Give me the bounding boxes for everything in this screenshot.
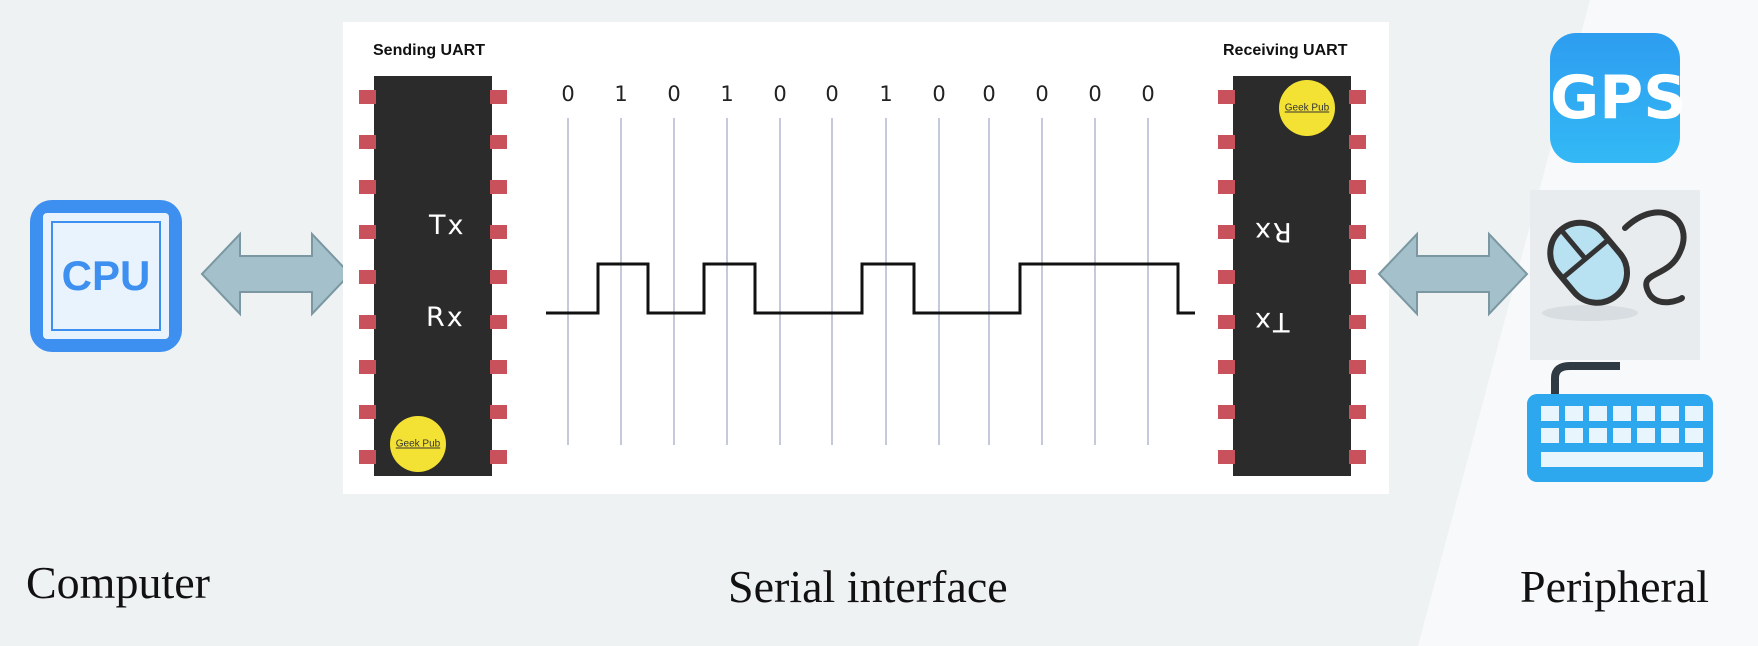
- bit-label: 0: [773, 82, 787, 106]
- bit-label: 0: [1035, 82, 1049, 106]
- cpu-label: CPU: [61, 252, 151, 299]
- gps-icon: GPS: [1550, 33, 1686, 163]
- chip-pin: [1349, 360, 1366, 374]
- chip-pin: [490, 135, 507, 149]
- sending-tx-label: Tx: [429, 210, 466, 241]
- signal-line: [546, 262, 1195, 315]
- double-arrow-icon: [1377, 231, 1529, 317]
- caption-computer: Computer: [26, 557, 210, 608]
- chip-pin: [359, 90, 376, 104]
- chip-pin: [490, 405, 507, 419]
- chip-pin: [490, 270, 507, 284]
- sending-uart-title: Sending UART: [373, 42, 485, 59]
- chip-pin: [490, 450, 507, 464]
- keyboard-key: [1637, 406, 1655, 421]
- cpu-icon: CPU: [30, 200, 182, 352]
- chip-pin: [1349, 270, 1366, 284]
- chip-pin: [359, 270, 376, 284]
- keyboard-spacebar: [1541, 452, 1703, 467]
- keyboard-key: [1541, 406, 1559, 421]
- chip-pin: [1349, 135, 1366, 149]
- keyboard-key: [1589, 406, 1607, 421]
- bit-label: 0: [932, 82, 946, 106]
- chip-pin: [1349, 225, 1366, 239]
- bit-label: 0: [561, 82, 575, 106]
- chip-pin: [490, 90, 507, 104]
- chip-pin: [490, 315, 507, 329]
- chip-pin: [1218, 225, 1235, 239]
- geek-pub-logo: Geek Pub: [390, 416, 446, 472]
- uart-panel: [343, 22, 1389, 494]
- chip-pin: [359, 405, 376, 419]
- bit-label: 0: [1088, 82, 1102, 106]
- keyboard-key: [1613, 428, 1631, 443]
- keyboard-key: [1541, 428, 1559, 443]
- sending-uart-chip: Tx Rx Geek Pub: [374, 76, 492, 476]
- receiving-uart-chip: Rx Tx Geek Pub: [1233, 76, 1351, 476]
- keyboard-key: [1661, 406, 1679, 421]
- keyboard-key: [1565, 406, 1583, 421]
- chip-pin: [1218, 315, 1235, 329]
- chip-pin: [1218, 90, 1235, 104]
- keyboard-key: [1613, 406, 1631, 421]
- chip-pin: [1218, 450, 1235, 464]
- chip-pin: [1349, 405, 1366, 419]
- chip-pin: [1218, 270, 1235, 284]
- mouse-tile: [1530, 190, 1700, 360]
- chip-pin: [1349, 315, 1366, 329]
- geek-pub-logo: Geek Pub: [1279, 80, 1335, 136]
- chip-pin: [359, 450, 376, 464]
- bit-label: 0: [1141, 82, 1155, 106]
- chip-pin: [359, 225, 376, 239]
- caption-peripheral: Peripheral: [1520, 561, 1710, 612]
- bit-label: 1: [720, 82, 734, 106]
- chip-pin: [359, 360, 376, 374]
- chip-pin: [1349, 180, 1366, 194]
- caption-serial-interface: Serial interface: [728, 561, 1008, 612]
- mouse-icon: [1542, 209, 1687, 321]
- sending-rx-label: Rx: [426, 302, 465, 333]
- chip-pin: [1349, 450, 1366, 464]
- chip-pin: [359, 315, 376, 329]
- chip-pin: [1218, 360, 1235, 374]
- bit-label: 1: [614, 82, 628, 106]
- keyboard-key: [1565, 428, 1583, 443]
- chip-pin: [1349, 90, 1366, 104]
- chip-pin: [490, 360, 507, 374]
- chip-pin: [359, 135, 376, 149]
- keyboard-key: [1685, 428, 1703, 443]
- keyboard-key: [1589, 428, 1607, 443]
- chip-pin: [490, 225, 507, 239]
- keyboard-icon: [1527, 362, 1713, 482]
- bit-label: 0: [982, 82, 996, 106]
- chip-pin: [490, 180, 507, 194]
- bit-label: 0: [825, 82, 839, 106]
- chip-pin: [1218, 405, 1235, 419]
- keyboard-key: [1685, 406, 1703, 421]
- chip-pin: [359, 180, 376, 194]
- receiving-uart-title: Receiving UART: [1223, 42, 1348, 59]
- chip-pin: [1218, 135, 1235, 149]
- bit-label: 1: [879, 82, 893, 106]
- keyboard-key: [1637, 428, 1655, 443]
- bit-label: 0: [667, 82, 681, 106]
- chip-pin: [1218, 180, 1235, 194]
- keyboard-key: [1661, 428, 1679, 443]
